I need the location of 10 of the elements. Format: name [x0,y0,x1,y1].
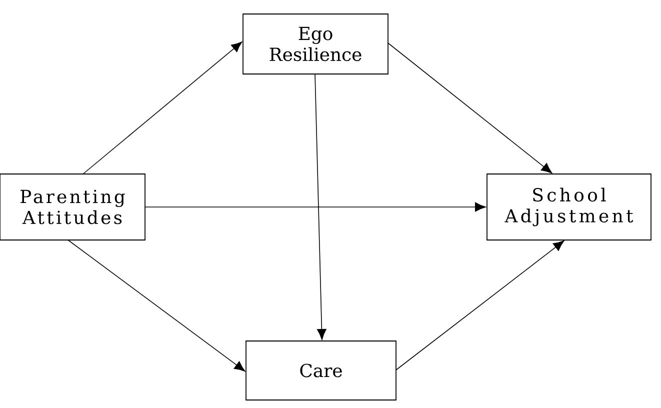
arrow [388,42,552,174]
arrow [144,202,486,212]
arrow [396,240,564,370]
text-box: Ego Resilience [242,14,388,74]
arrow [314,74,326,340]
text-box: Care [246,340,396,400]
text-box: Parenting Attitudes [0,174,146,240]
arrow [68,240,246,372]
arrow [82,42,242,174]
text-box: School Adjustment [486,174,652,240]
